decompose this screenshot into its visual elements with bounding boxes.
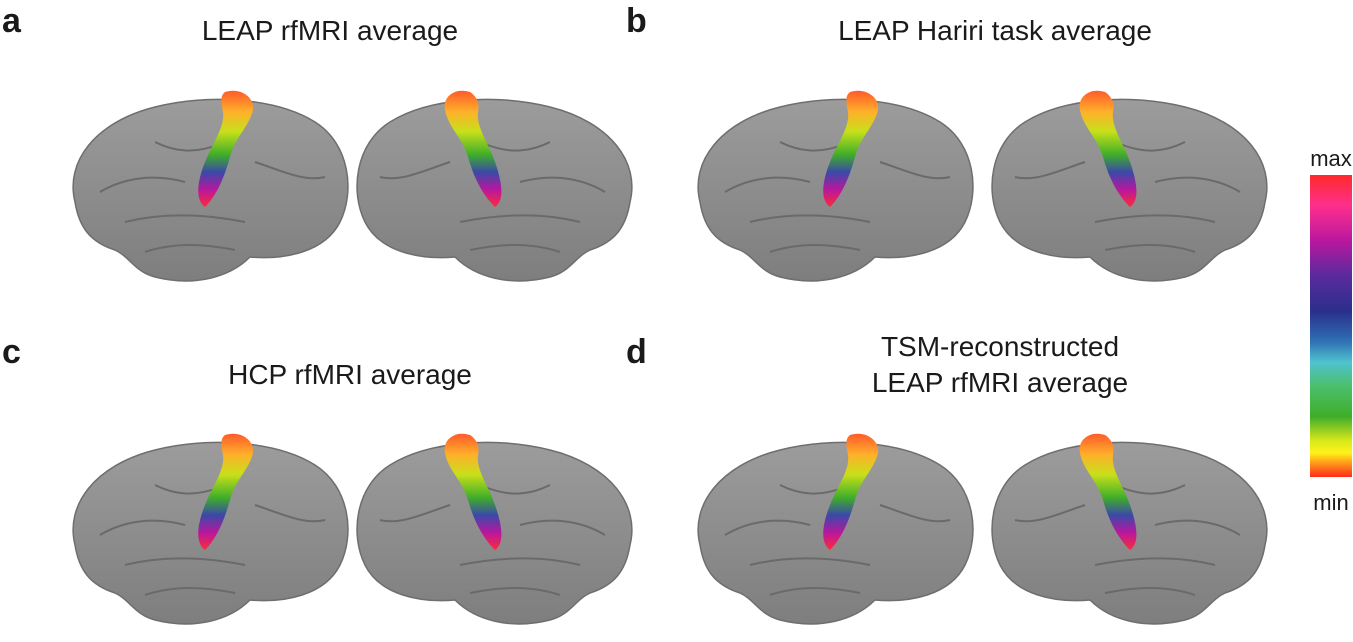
panel-title-d-line1: TSM-reconstructed xyxy=(880,331,1120,362)
panel-letter-b: b xyxy=(626,2,647,40)
brain-panel-b-right xyxy=(991,89,1268,282)
panel-letter-d: d xyxy=(626,333,647,371)
panel-letter-a: a xyxy=(2,2,21,40)
colorbar-max-label: max xyxy=(1310,146,1352,171)
brain-panel-d-left xyxy=(697,432,974,625)
panel-title-a: LEAP rfMRI average xyxy=(201,15,459,46)
panel-title-d-line2: LEAP rfMRI average xyxy=(871,367,1129,398)
colorbar xyxy=(1310,175,1352,477)
brain-panel-a-left xyxy=(72,89,349,282)
panel-title-b: LEAP Hariri task average xyxy=(838,15,1152,46)
panel-title-c: HCP rfMRI average xyxy=(228,359,472,390)
brain-panel-d-right xyxy=(991,432,1268,625)
brain-panel-c-left xyxy=(72,432,349,625)
panel-letter-c: c xyxy=(2,333,21,371)
brain-panel-c-right xyxy=(356,432,633,625)
brain-panel-a-right xyxy=(356,89,633,282)
brain-panel-b-left xyxy=(697,89,974,282)
colorbar-min-label: min xyxy=(1313,490,1349,515)
